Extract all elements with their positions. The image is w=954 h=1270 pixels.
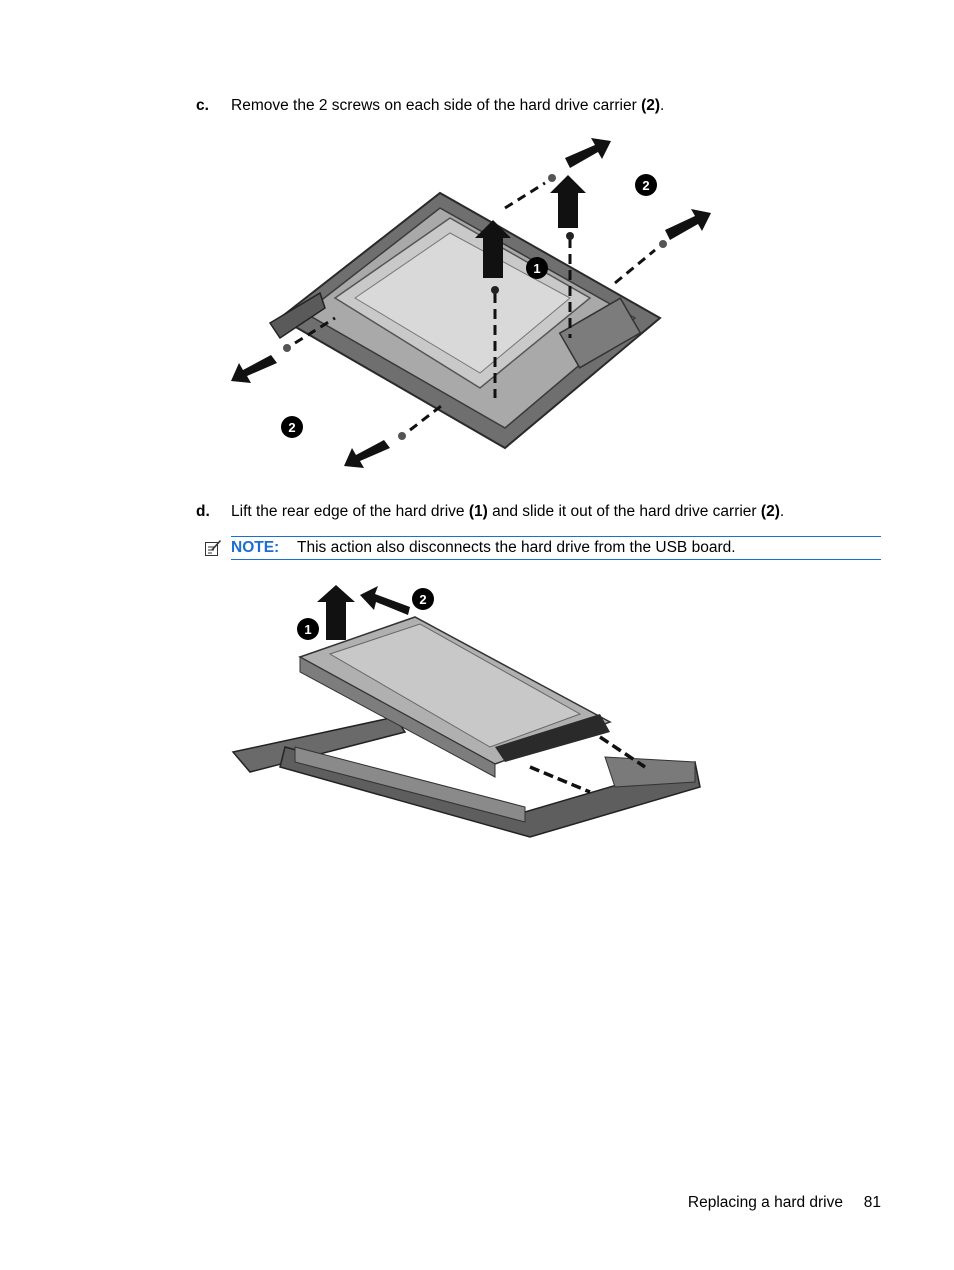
footer-page-number: 81 [863, 1194, 881, 1211]
step-reference: (2) [641, 97, 661, 114]
step-text: Remove the 2 screws on each side of the … [231, 96, 664, 116]
callout-2-lower: 2 [288, 420, 295, 435]
step-letter: c. [196, 97, 209, 114]
note-pencil-icon [205, 539, 222, 556]
callout-2: 2 [419, 592, 426, 607]
callout-1: 1 [533, 261, 540, 276]
step-text-before: Remove the 2 screws on each side of the … [231, 97, 642, 114]
step-reference-2: (2) [760, 503, 780, 520]
footer-section-title: Replacing a hard drive [687, 1194, 843, 1211]
step-text: Lift the rear edge of the hard drive (1)… [231, 502, 784, 522]
step-text-part-3: . [779, 503, 785, 520]
step-text-part-1: Lift the rear edge of the hard drive [231, 503, 469, 520]
step-reference-1: (1) [468, 503, 488, 520]
note-label: NOTE: [231, 539, 280, 556]
callout-1: 1 [304, 622, 311, 637]
step-text-after: . [660, 97, 665, 114]
step-text-part-2: and slide it out of the hard drive carri… [487, 503, 761, 520]
step-letter: d. [196, 503, 210, 520]
carrier-screws-illustration: 1 2 2 [231, 138, 711, 468]
callout-2-upper: 2 [642, 178, 649, 193]
drive-removal-illustration: 1 2 [231, 585, 701, 838]
note-box: NOTE: This action also disconnects the h… [205, 536, 881, 560]
note-text: This action also disconnects the hard dr… [297, 539, 736, 556]
